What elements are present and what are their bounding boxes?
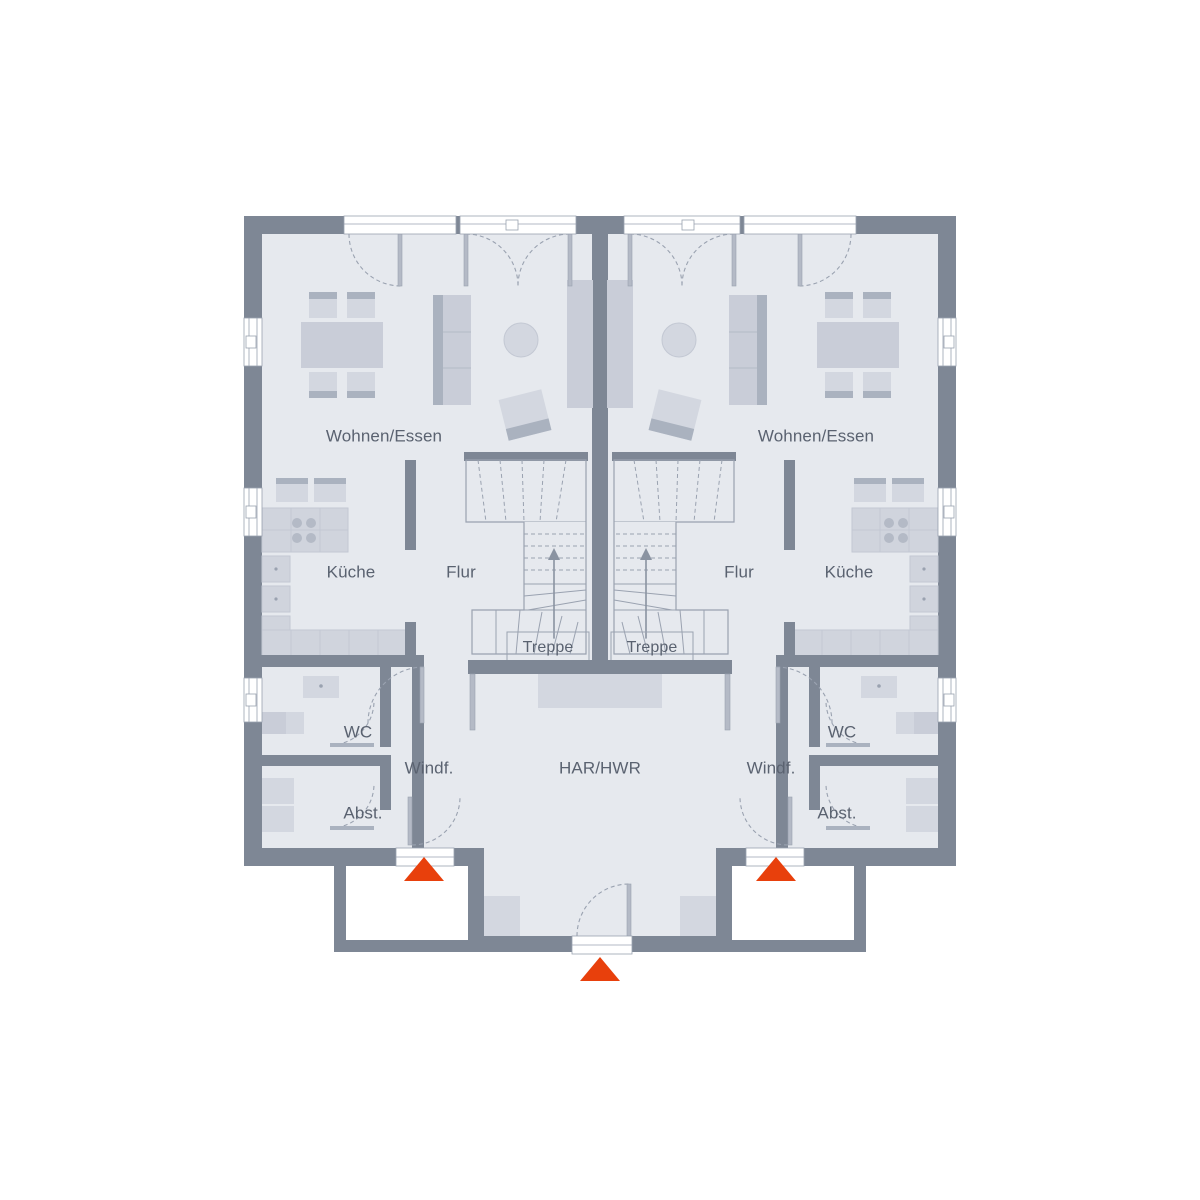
wc-fixtures-left: [262, 676, 339, 734]
window-left-wc: [243, 677, 263, 723]
wc-fixtures-right: [861, 676, 938, 734]
entry-marker-center: [580, 957, 620, 981]
abst-fixtures-left: [262, 778, 294, 832]
armchair-right: [648, 389, 702, 441]
window-right-upper: [937, 317, 957, 367]
window-left-upper: [243, 317, 263, 367]
room-label-abstellraum-right: Abst.: [817, 803, 856, 822]
door-leaves-left: [330, 233, 573, 846]
room-label-kueche-right: Küche: [825, 562, 874, 581]
room-label-windfang-left: Windf.: [405, 758, 454, 777]
top-openings-right: [623, 215, 857, 235]
room-label-wc-right: WC: [828, 722, 857, 741]
abst-fixtures-right: [906, 778, 938, 832]
sofa-right: [729, 295, 767, 405]
room-label-windfang-right: Windf.: [747, 758, 796, 777]
door-leaves-right: [627, 233, 870, 846]
room-label-wc-left: WC: [344, 722, 373, 741]
room-label-flur-right: Flur: [724, 562, 754, 581]
top-openings-left: [343, 215, 577, 235]
unit-right: [607, 215, 957, 867]
dining-set-right: [817, 292, 899, 398]
round-table-left: [503, 322, 539, 358]
har-hwr-room: [468, 660, 732, 955]
kitchen-right: [789, 478, 939, 657]
kitchen-left: [261, 478, 411, 657]
unit-left: [243, 215, 593, 867]
round-table-right: [661, 322, 697, 358]
terrace-left: [340, 862, 472, 952]
room-label-har-hwr: HAR/HWR: [559, 758, 641, 777]
dining-set-left: [301, 292, 383, 398]
room-label-kueche-left: Küche: [327, 562, 376, 581]
armchair-left: [498, 389, 552, 441]
room-label-wohnen-essen-left: Wohnen/Essen: [326, 426, 442, 445]
party-wall: [592, 228, 608, 660]
room-label-treppe-left: Treppe: [523, 639, 574, 656]
room-label-abstellraum-left: Abst.: [343, 803, 382, 822]
sofa-right-inner: [607, 280, 633, 408]
room-label-treppe-right: Treppe: [627, 639, 678, 656]
window-right-wc: [937, 677, 957, 723]
sofa-left-inner: [567, 280, 593, 408]
room-label-wohnen-essen-right: Wohnen/Essen: [758, 426, 874, 445]
room-label-flur-left: Flur: [446, 562, 476, 581]
terrace-right: [728, 862, 860, 952]
front-door-left: [395, 847, 455, 867]
window-left-lower: [243, 487, 263, 537]
window-right-lower: [937, 487, 957, 537]
sofa-left: [433, 295, 471, 405]
room-labels: Wohnen/Essen Wohnen/Essen Küche Küche Fl…: [326, 426, 874, 822]
